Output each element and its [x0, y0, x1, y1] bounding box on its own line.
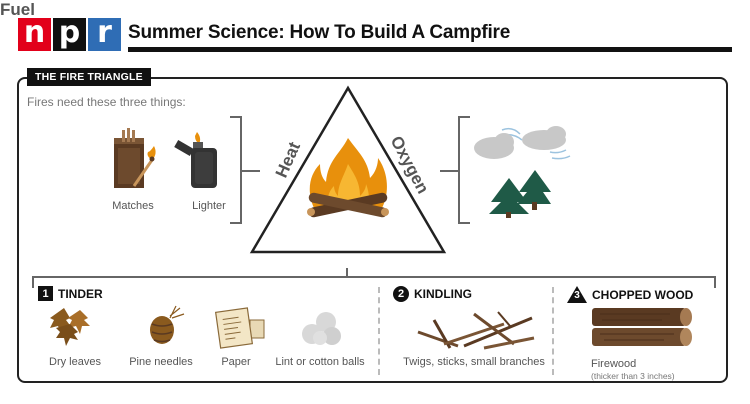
- pine-needles-icon: [150, 305, 185, 344]
- fuel-bracket-tick: [346, 268, 348, 277]
- tinder-heading: 1 TINDER: [38, 286, 103, 301]
- oxygen-bracket: [458, 116, 470, 224]
- oxygen-bracket-tick: [440, 170, 458, 172]
- tinder-title: TINDER: [58, 286, 103, 301]
- lint-cotton-icon: [302, 312, 341, 345]
- fire-triangle-label: THE FIRE TRIANGLE: [27, 68, 151, 86]
- fire-triangle-panel: [17, 77, 728, 383]
- paper-icon: [214, 307, 265, 349]
- firewood-note: (thicker than 3 inches): [591, 371, 675, 381]
- chopped-wood-title: CHOPPED WOOD: [592, 287, 694, 302]
- page-title: Summer Science: How To Build A Campfire: [128, 22, 511, 43]
- tinder-number: 1: [38, 286, 53, 301]
- matches-icon: [114, 128, 156, 188]
- matches-caption: Matches: [112, 200, 154, 212]
- lint-cotton-caption: Lint or cotton balls: [275, 356, 365, 368]
- lighter-icon: [174, 132, 217, 188]
- lighter-caption: Lighter: [192, 200, 226, 212]
- trees-icon: [489, 170, 551, 218]
- section-divider-1: [378, 287, 380, 375]
- intro-text: Fires need these three things:: [27, 95, 186, 109]
- dry-leaves-caption: Dry leaves: [49, 356, 101, 368]
- firewood-logs-icon: [592, 308, 692, 346]
- npr-logo-p: p: [53, 18, 86, 51]
- kindling-number: 2: [393, 286, 409, 302]
- heat-bracket: [230, 116, 242, 224]
- paper-caption: Paper: [221, 356, 251, 368]
- kindling-title: KINDLING: [414, 287, 472, 301]
- pine-needles-caption: Pine needles: [129, 356, 193, 368]
- heat-bracket-tick: [242, 170, 260, 172]
- kindling-caption: Twigs, sticks, small branches: [403, 356, 545, 368]
- npr-logo-n: n: [18, 18, 51, 51]
- npr-logo-r: r: [88, 18, 121, 51]
- campfire-icon: [307, 138, 389, 218]
- chopped-wood-heading: 3 CHOPPED WOOD: [567, 286, 693, 303]
- kindling-heading: 2 KINDLING: [393, 286, 472, 302]
- section-divider-2: [552, 287, 554, 375]
- dry-leaves-icon: [50, 308, 90, 346]
- chopped-wood-number: 3: [567, 286, 587, 303]
- fuel-label: Fuel: [0, 0, 35, 19]
- title-rule: [128, 47, 732, 52]
- kindling-sticks-icon: [417, 311, 535, 350]
- clouds-icon: [474, 126, 571, 160]
- fuel-bracket: [32, 276, 716, 288]
- firewood-caption: Firewood: [591, 358, 637, 370]
